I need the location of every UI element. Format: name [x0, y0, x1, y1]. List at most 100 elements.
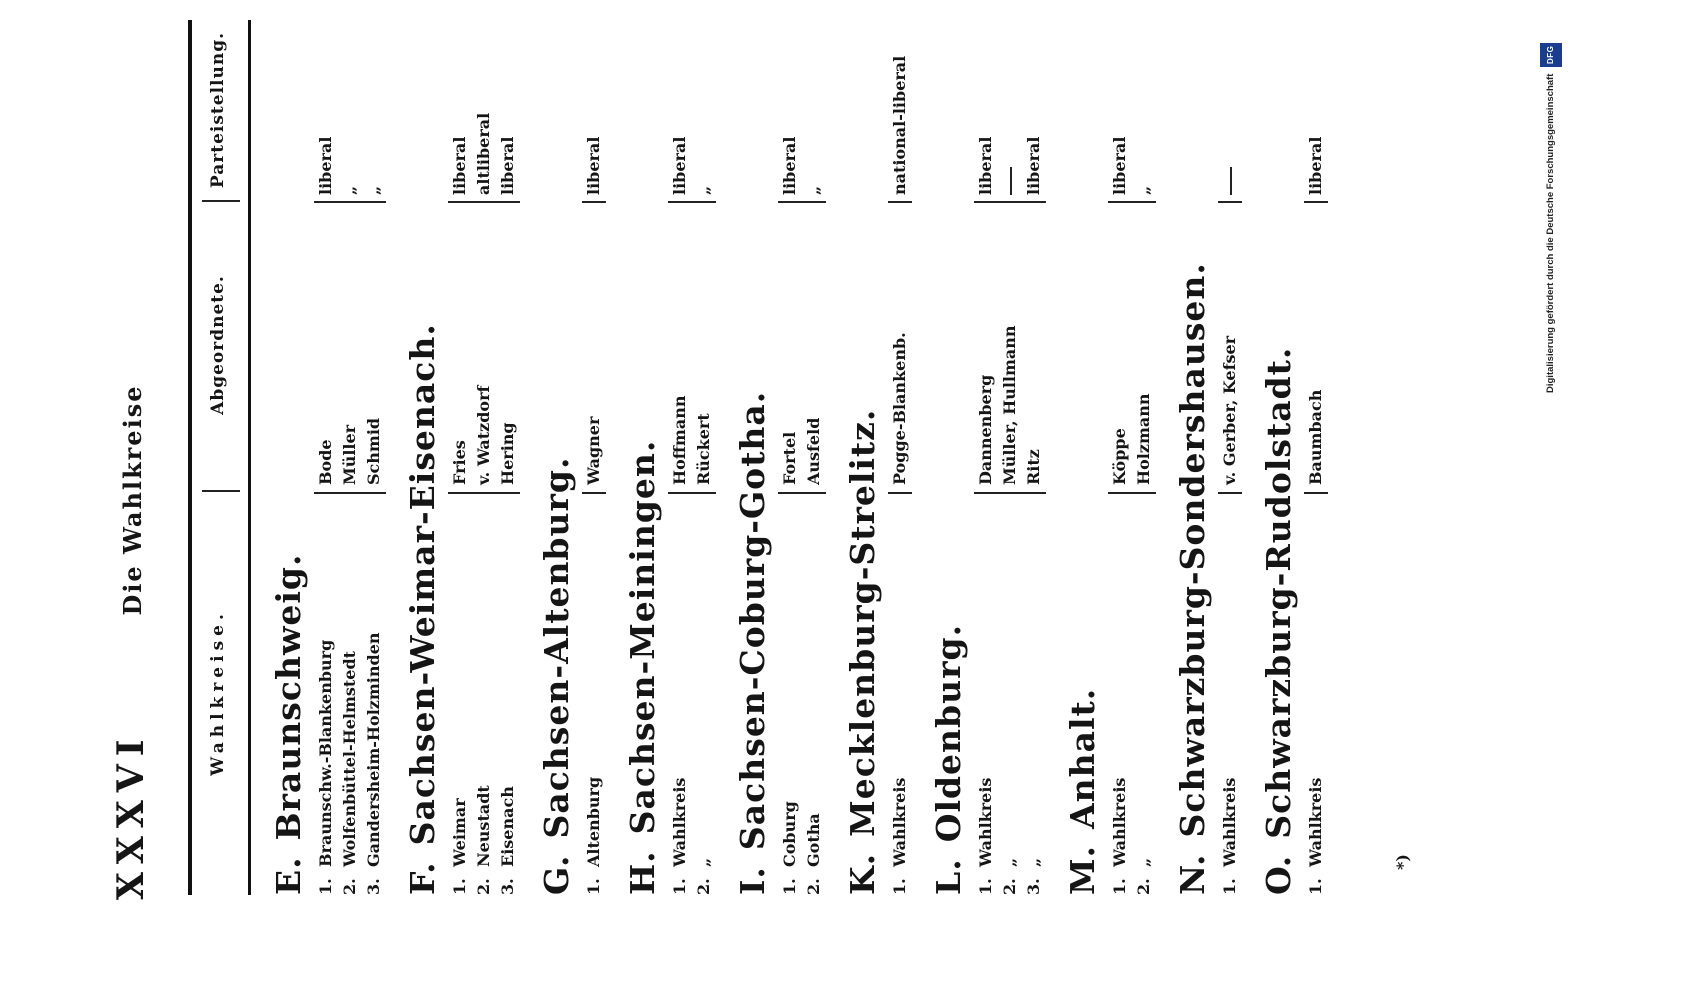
row-number: 2.: [474, 878, 493, 895]
column-rule: [314, 201, 386, 203]
partei-cell: liberal: [316, 136, 335, 195]
state-letter: N.: [1173, 853, 1212, 895]
partei-cell: liberal: [450, 136, 469, 195]
state-letter: H.: [623, 850, 662, 895]
column-rule: [974, 201, 1046, 203]
partei-cell: „: [694, 185, 713, 195]
state-name: Schwarzburg-Sondershausen.: [1173, 262, 1212, 838]
state-letter: O.: [1259, 854, 1298, 895]
abgeordnete-cell: Fortel: [780, 431, 799, 485]
partei-cell: [998, 167, 1022, 195]
dfg-logo: DFG: [1540, 42, 1562, 67]
partei-cell: liberal: [498, 136, 517, 195]
wahlkreis-cell: Braunschw.-Blankenburg: [316, 639, 335, 867]
row-number: 1.: [780, 878, 799, 895]
column-rule: [314, 492, 386, 494]
footnote-marker: *): [1393, 854, 1412, 870]
column-rule: [1108, 492, 1156, 494]
column-rule: [888, 201, 912, 203]
column-rule: [1108, 201, 1156, 203]
row-number: 1.: [316, 878, 335, 895]
state-name: Sachsen-Altenburg.: [537, 456, 576, 839]
partei-cell: altliberal: [474, 112, 493, 195]
row-number: 3.: [1024, 878, 1043, 895]
header-abgeordnete: Abgeordnete.: [208, 275, 228, 415]
table-row: 2.„Holzmann„: [1132, 20, 1156, 895]
state-letter: L.: [929, 858, 968, 895]
partei-cell: liberal: [976, 136, 995, 195]
abgeordnete-cell: Wagner: [584, 416, 603, 485]
state-heading: I. Sachsen-Coburg-Gotha.: [728, 20, 778, 895]
wahlkreis-cell: Wahlkreis: [670, 777, 689, 867]
dash-mark: [1009, 167, 1012, 195]
partei-cell: „: [1134, 185, 1153, 195]
wahlkreis-cell: Wahlkreis: [1220, 777, 1239, 867]
abgeordnete-cell: Schmid: [364, 417, 383, 485]
dash-mark: [1229, 167, 1232, 195]
wahlkreis-cell: Wahlkreis: [976, 777, 995, 867]
column-rule: [778, 201, 826, 203]
column-rule: [448, 201, 520, 203]
funding-stamp: Digitalisierung gefördert durch die Deut…: [1540, 8, 1562, 393]
wahlkreis-cell: Wahlkreis: [1306, 777, 1325, 867]
column-rule: [582, 492, 606, 494]
wahlkreis-cell: Gandersheim-Holzminden: [364, 632, 383, 867]
header-separator: [202, 490, 240, 492]
wahlkreis-cell: Neustadt: [474, 785, 493, 867]
state-name: Sachsen-Coburg-Gotha.: [733, 390, 772, 851]
header-separator: [202, 200, 240, 202]
abgeordnete-cell: Baumbach: [1306, 389, 1325, 485]
column-rule: [1304, 492, 1328, 494]
abgeordnete-cell: Köppe: [1110, 428, 1129, 485]
column-rule: [1218, 201, 1242, 203]
wahlkreis-cell: Coburg: [780, 801, 799, 867]
state-heading: E.Braunschweig.: [264, 20, 314, 895]
running-title: Die Wahlkreise: [118, 384, 147, 616]
partei-cell: „: [340, 185, 359, 195]
row-number: 1.: [584, 878, 603, 895]
partei-cell: liberal: [1306, 136, 1325, 195]
row-number: 1.: [890, 878, 909, 895]
abgeordnete-cell: Holzmann: [1134, 393, 1153, 485]
row-number: 2.: [1134, 878, 1153, 895]
partei-cell: liberal: [584, 136, 603, 195]
row-number: 1.: [1306, 878, 1325, 895]
row-number: 1.: [976, 878, 995, 895]
wahlkreis-cell: Wahlkreis: [890, 777, 909, 867]
running-header: XXXVI Die Wahlkreise: [110, 0, 158, 1000]
scanned-page: XXXVI Die Wahlkreise Wahlkreise. Abgeord…: [110, 0, 1492, 1000]
partei-cell: [1218, 167, 1242, 195]
row-number: 2.: [804, 878, 823, 895]
state-letter: K.: [843, 852, 882, 895]
column-rule: [668, 201, 716, 203]
abgeordnete-cell: Pogge-Blankenb.: [890, 332, 909, 485]
state-name: Oldenburg.: [929, 623, 968, 843]
wahlkreis-cell: Altenburg: [584, 776, 603, 867]
state-section: K. Mecklenburg-Strelitz. 1. Wahlkreis Pogge-…: [838, 20, 912, 895]
state-name: Mecklenburg-Strelitz.: [843, 408, 882, 837]
row-number: 1.: [1110, 878, 1129, 895]
state-letter: I.: [733, 866, 772, 895]
state-heading: F.Sachsen-Weimar-Eisenach.: [398, 20, 448, 895]
wahlkreise-table: Wahlkreise. Abgeordnete. Parteistellung.…: [188, 20, 1492, 895]
state-heading: H.Sachsen-Meiningen.: [618, 20, 668, 895]
state-name: Anhalt.: [1063, 687, 1102, 829]
state-letter: F.: [403, 861, 442, 895]
header-wahlkreise: Wahlkreise.: [208, 609, 228, 776]
wahlkreis-cell: „: [694, 857, 713, 867]
wahlkreis-cell: „: [1024, 857, 1043, 867]
